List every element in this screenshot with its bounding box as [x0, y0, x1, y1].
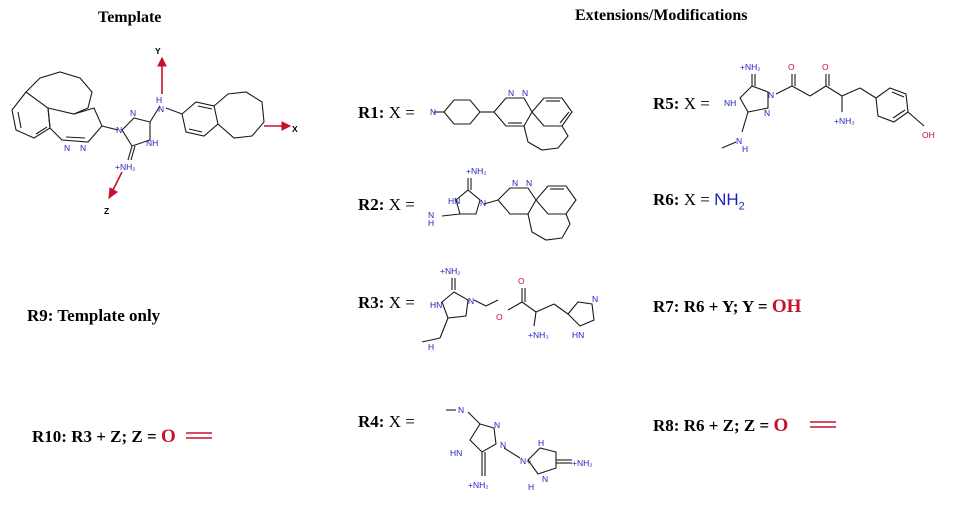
r2-id: R2:: [358, 195, 385, 214]
atom-n: N: [768, 90, 774, 100]
r6-group-sub: 2: [738, 200, 745, 213]
r5-molecule: +NH₂ NH N N N H O O +NH₃ OH: [721, 62, 935, 154]
r8-id: R8:: [653, 416, 680, 435]
atom-oh: OH: [922, 130, 935, 140]
template-molecule: N N N N NH +NH₂ H N Y X Z: [11, 46, 298, 216]
atom-h: H: [528, 482, 534, 492]
atom-hn: HN: [448, 196, 460, 206]
atom-nh2plus: +NH₂: [466, 166, 487, 176]
r6-group-main: NH: [714, 190, 739, 209]
atom-n: N: [592, 294, 598, 304]
atom-n: N: [512, 178, 518, 188]
atom-n: N: [458, 405, 464, 415]
atom-n: N: [500, 440, 506, 450]
r8-eq: R6 + Z; Z =: [683, 416, 770, 435]
r10-oxygen: O: [160, 426, 176, 447]
atom-nh: NH: [724, 98, 736, 108]
r2-molecule: +NH₂ HN N N H N N: [428, 166, 577, 241]
atom-n: N: [430, 107, 436, 117]
axis-z-label: Z: [104, 206, 109, 216]
r1-eq: X =: [388, 103, 415, 122]
r3-molecule: +NH₂ HN N H O O +NH₃ N HN: [421, 266, 598, 352]
atom-n: N: [116, 125, 122, 135]
atom-hn: HN: [430, 300, 442, 310]
r10-label: R10: R3 + Z; Z = O: [32, 426, 176, 448]
r4-label: R4: X =: [358, 412, 415, 432]
r7-label: R7: R6 + Y; Y = OH: [653, 296, 801, 318]
r5-id: R5:: [653, 94, 680, 113]
atom-nh2plus: +NH₂: [572, 458, 593, 468]
atom-n: N: [526, 178, 532, 188]
r6-id: R6:: [653, 190, 680, 209]
axis-x-label: X: [292, 124, 298, 134]
r3-label: R3: X =: [358, 293, 415, 313]
atom-n: N: [468, 296, 474, 306]
atom-n: N: [130, 108, 136, 118]
r4-id: R4:: [358, 412, 385, 431]
r5-label: R5: X =: [653, 94, 710, 114]
r6-group: NH2: [714, 190, 745, 213]
atom-o: O: [518, 276, 525, 286]
atom-nh2plus: +NH₂: [115, 162, 136, 172]
r1-label: R1: X =: [358, 103, 415, 123]
r3-id: R3:: [358, 293, 385, 312]
atom-nh2plus: +NH₂: [740, 62, 761, 72]
r4-eq: X =: [388, 412, 415, 431]
atom-n: N: [80, 143, 86, 153]
atom-h: H: [742, 144, 748, 154]
template-header: Template: [98, 9, 162, 26]
atom-n: N: [480, 198, 486, 208]
r2-eq: X =: [388, 195, 415, 214]
atom-n: N: [522, 88, 528, 98]
r7-group: OH: [771, 296, 802, 317]
r4-molecule: N N N HN +NH₂ N+ H N H +NH₂: [446, 405, 593, 492]
r1-id: R1:: [358, 103, 385, 122]
r6-eq: X =: [683, 190, 710, 209]
atom-h: H: [428, 342, 434, 352]
atom-h: H: [428, 218, 434, 228]
r8-oxygen: O: [773, 415, 789, 436]
atom-nh2plus: +NH₂: [468, 480, 489, 490]
atom-n: N: [158, 104, 164, 114]
r10-double-bond: [186, 432, 212, 439]
extensions-header: Extensions/Modifications: [575, 7, 748, 24]
atom-n: N: [764, 108, 770, 118]
r7-eq: R6 + Y; Y =: [683, 297, 768, 316]
r3-eq: X =: [388, 293, 415, 312]
r1-molecule: N N N: [430, 88, 573, 151]
axis-y-label: Y: [155, 46, 161, 56]
r8-double-bond: [810, 421, 836, 428]
atom-h: H: [156, 95, 162, 105]
atom-nh: NH: [146, 138, 158, 148]
atom-n: N: [508, 88, 514, 98]
atom-nh2plus: +NH₂: [440, 266, 461, 276]
r7-id: R7:: [653, 297, 680, 316]
atom-hn: HN: [572, 330, 584, 340]
r9-label: R9: Template only: [27, 306, 161, 325]
r5-eq: X =: [683, 94, 710, 113]
atom-h: H: [538, 438, 544, 448]
atom-n: N: [736, 136, 742, 146]
r10-equation: R10: R3 + Z; Z =: [32, 427, 157, 446]
atom-nh3plus: +NH₃: [528, 330, 549, 340]
atom-o: O: [788, 62, 795, 72]
atom-nh3plus: +NH₃: [834, 116, 855, 126]
atom-n: N: [542, 474, 548, 484]
r2-label: R2: X =: [358, 195, 415, 215]
atom-n: N: [428, 210, 434, 220]
atom-nplus: N+: [520, 456, 531, 466]
atom-ominus: O: [496, 312, 503, 322]
atom-n: N: [494, 420, 500, 430]
r8-label: R8: R6 + Z; Z = O: [653, 415, 788, 437]
atom-n: N: [64, 143, 70, 153]
atom-hn: HN: [450, 448, 462, 458]
r6-label: R6: X = NH2: [653, 190, 745, 212]
atom-o: O: [822, 62, 829, 72]
